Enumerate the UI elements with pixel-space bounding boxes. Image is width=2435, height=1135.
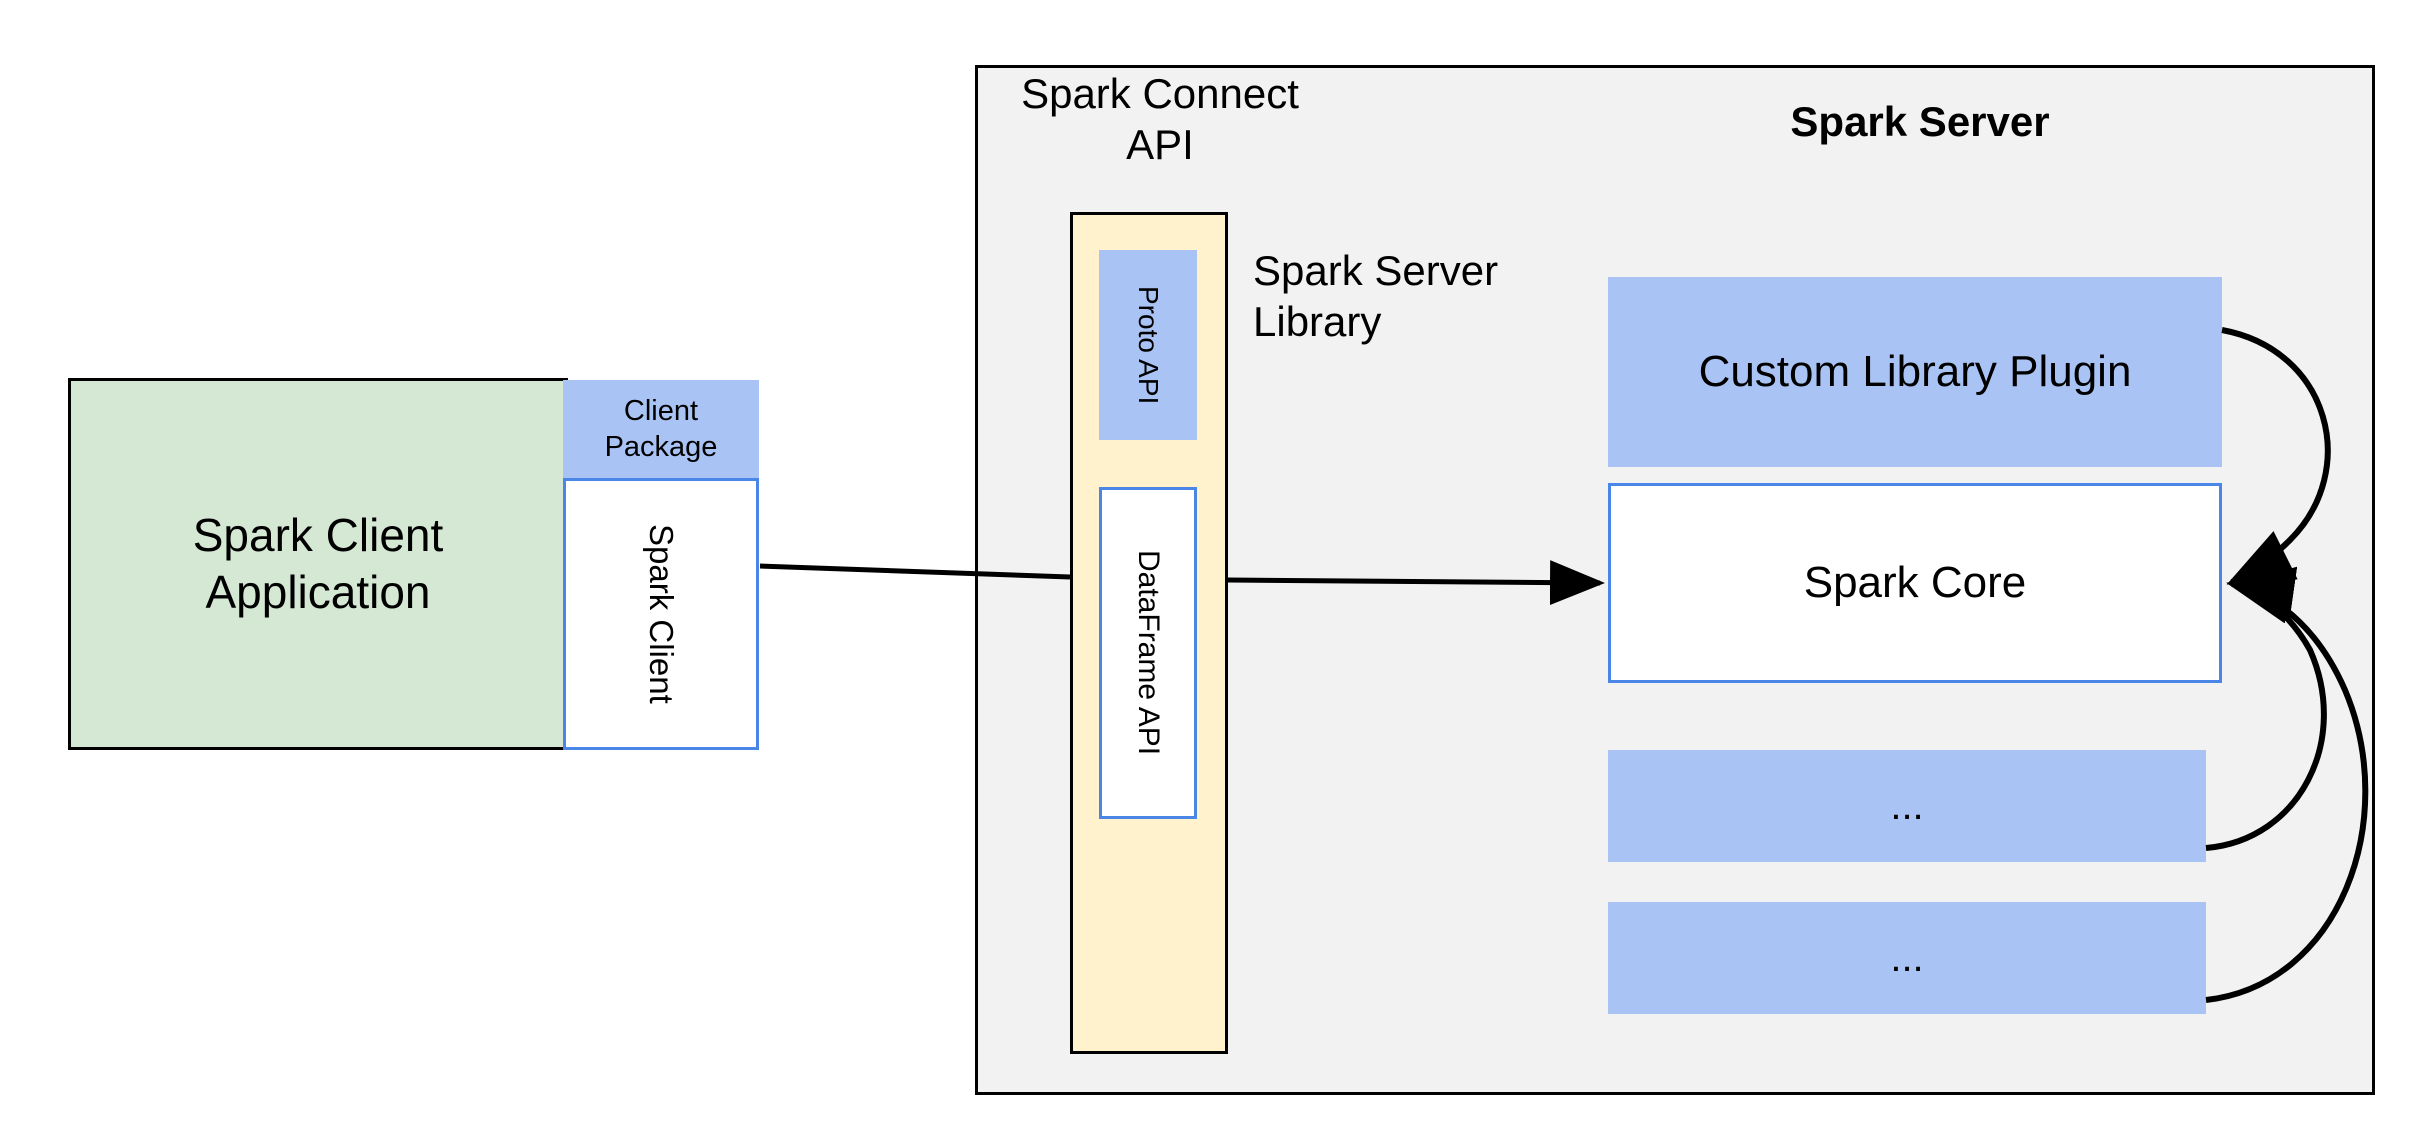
server-library-line1: Spark Server [1253, 247, 1499, 294]
proto-api-box[interactable]: Proto API [1099, 250, 1197, 440]
client-package-label: Client Package [605, 393, 718, 466]
ellipsis-box-one[interactable]: ... [1608, 750, 2206, 862]
spark-server-title: Spark Server [1790, 98, 2050, 145]
custom-library-plugin-box[interactable]: Custom Library Plugin [1608, 277, 2222, 467]
connect-api-line2: API [1126, 121, 1194, 169]
ellipsis-box-two[interactable]: ... [1608, 902, 2206, 1014]
app-label-line2: Application [205, 566, 431, 618]
spark-client-label: Spark Client [643, 524, 680, 704]
spark-client-application-box[interactable]: Spark Client Application [68, 378, 568, 750]
client-package-line1: Client [623, 394, 699, 427]
dataframe-api-label: DataFrame API [1132, 550, 1165, 756]
spark-client-box[interactable]: Spark Client [563, 478, 759, 750]
spark-server-library-label: Spark Server Library [1253, 245, 1583, 365]
spark-connect-api-label: Spark Connect API [1015, 68, 1305, 178]
proto-api-label: Proto API [1133, 285, 1164, 405]
server-library-line2: Library [1253, 298, 1382, 346]
connect-api-line1: Spark Connect [1021, 70, 1299, 117]
spark-client-application-label: Spark Client Application [193, 507, 444, 622]
spark-core-box[interactable]: Spark Core [1608, 483, 2222, 683]
client-package-box[interactable]: Client Package [563, 380, 759, 478]
dataframe-api-box[interactable]: DataFrame API [1099, 487, 1197, 819]
app-label-line1: Spark Client [192, 508, 444, 561]
client-package-line2: Package [604, 431, 718, 463]
